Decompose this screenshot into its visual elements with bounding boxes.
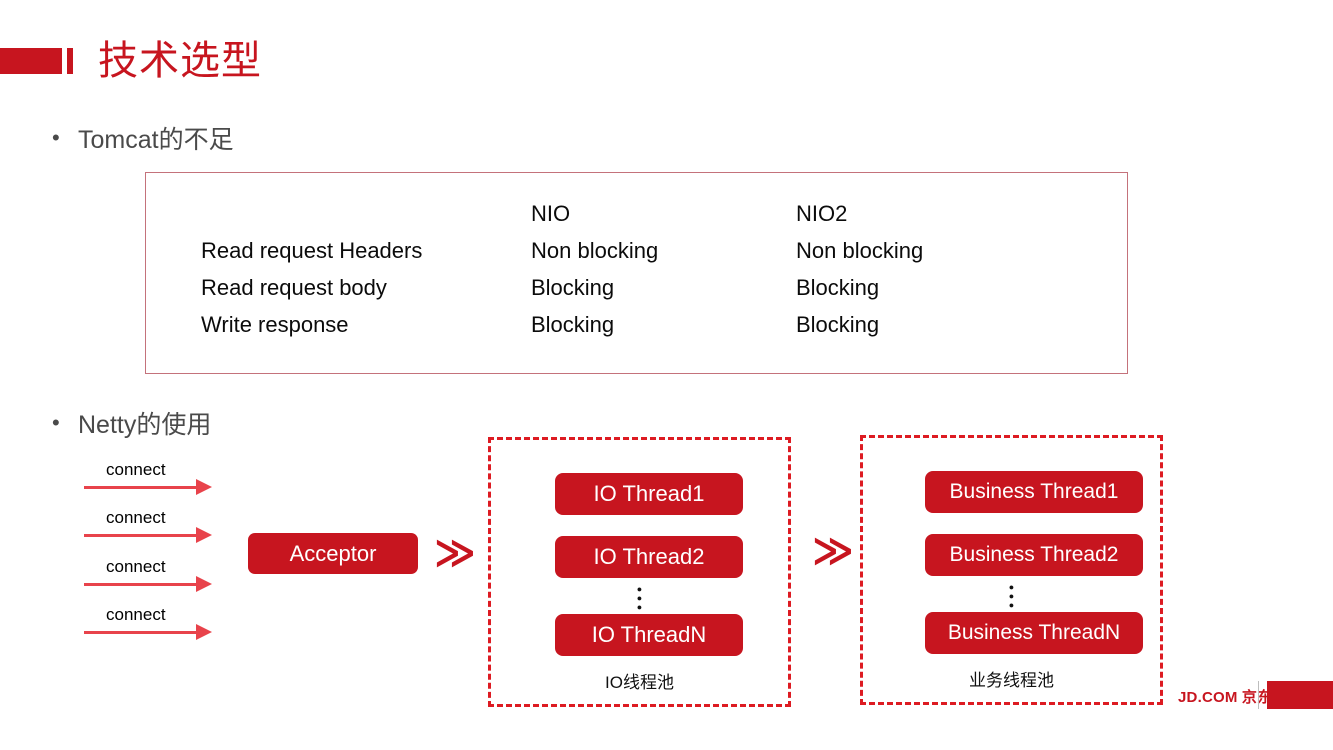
table-cell-nio2: Blocking <box>796 274 880 300</box>
business-thread-n: Business ThreadN <box>925 612 1143 654</box>
arrow-line <box>84 486 202 489</box>
title-accent-block <box>0 48 62 74</box>
table-header-nio: NIO <box>531 200 571 226</box>
connect-label: connect <box>106 557 166 576</box>
arrow-line <box>84 534 202 537</box>
bullet-marker-icon: • <box>52 125 60 150</box>
table-cell-nio2: Blocking <box>796 311 880 337</box>
table-row: NIO NIO2 <box>201 195 1061 232</box>
nio-comparison-grid: NIO NIO2 Read request Headers Non blocki… <box>201 195 1061 343</box>
chevron-right-icon-2: ≫ <box>812 529 854 573</box>
bullet-netty-label: Netty的使用 <box>78 411 212 439</box>
table-cell-nio: Blocking <box>531 274 615 300</box>
connect-label: connect <box>106 508 166 527</box>
chevron-right-icon-1: ≫ <box>434 531 476 575</box>
business-pool-label: 业务线程池 <box>969 671 1054 690</box>
arrow-line <box>84 583 202 586</box>
arrow-head-icon <box>196 527 212 543</box>
arrow-head-icon <box>196 576 212 592</box>
bullet-netty: • Netty的使用 <box>52 405 211 441</box>
business-thread-2: Business Thread2 <box>925 534 1143 576</box>
table-row: Read request body Blocking Blocking <box>201 269 1061 306</box>
table-cell-nio2: Non blocking <box>796 237 924 263</box>
connect-label: connect <box>106 605 166 624</box>
title-accent-bar <box>67 48 73 74</box>
table-cell-label: Read request Headers <box>201 237 423 263</box>
connect-arrow-3: connect <box>84 557 212 599</box>
io-thread-n: IO ThreadN <box>555 614 743 656</box>
table-row: Read request Headers Non blocking Non bl… <box>201 232 1061 269</box>
bullet-tomcat: • Tomcat的不足 <box>52 120 234 156</box>
table-cell-nio: Non blocking <box>531 237 659 263</box>
connect-arrow-4: connect <box>84 605 212 647</box>
comparison-table: NIO NIO2 Read request Headers Non blocki… <box>145 172 1128 374</box>
io-thread-2: IO Thread2 <box>555 536 743 578</box>
page-title: 技术选型 <box>98 39 262 83</box>
table-row: Write response Blocking Blocking <box>201 306 1061 343</box>
footer-accent-block <box>1267 681 1333 709</box>
io-thread-pool: IO Thread1 IO Thread2 ●●● IO ThreadN IO线… <box>488 437 791 707</box>
bullet-marker-icon: • <box>52 410 60 435</box>
table-cell-label <box>201 195 531 232</box>
io-pool-label: IO线程池 <box>605 673 674 692</box>
bullet-tomcat-label: Tomcat的不足 <box>78 126 234 154</box>
jd-brand-logo: JD.COM 京东 <box>1178 689 1273 706</box>
connect-label: connect <box>106 460 166 479</box>
acceptor-box: Acceptor <box>248 533 418 574</box>
table-header-nio2: NIO2 <box>796 200 848 226</box>
table-cell-label: Write response <box>201 311 349 337</box>
arrow-head-icon <box>196 479 212 495</box>
io-thread-1: IO Thread1 <box>555 473 743 515</box>
connect-arrow-2: connect <box>84 508 212 550</box>
business-thread-1: Business Thread1 <box>925 471 1143 513</box>
business-thread-pool: Business Thread1 Business Thread2 ●●● Bu… <box>860 435 1163 705</box>
connect-arrow-1: connect <box>84 460 212 502</box>
arrow-head-icon <box>196 624 212 640</box>
table-cell-nio: Blocking <box>531 311 615 337</box>
vertical-ellipsis-icon: ●●● <box>1008 582 1015 610</box>
footer-divider <box>1258 681 1259 709</box>
vertical-ellipsis-icon: ●●● <box>636 584 643 612</box>
arrow-line <box>84 631 202 634</box>
table-cell-label: Read request body <box>201 274 387 300</box>
